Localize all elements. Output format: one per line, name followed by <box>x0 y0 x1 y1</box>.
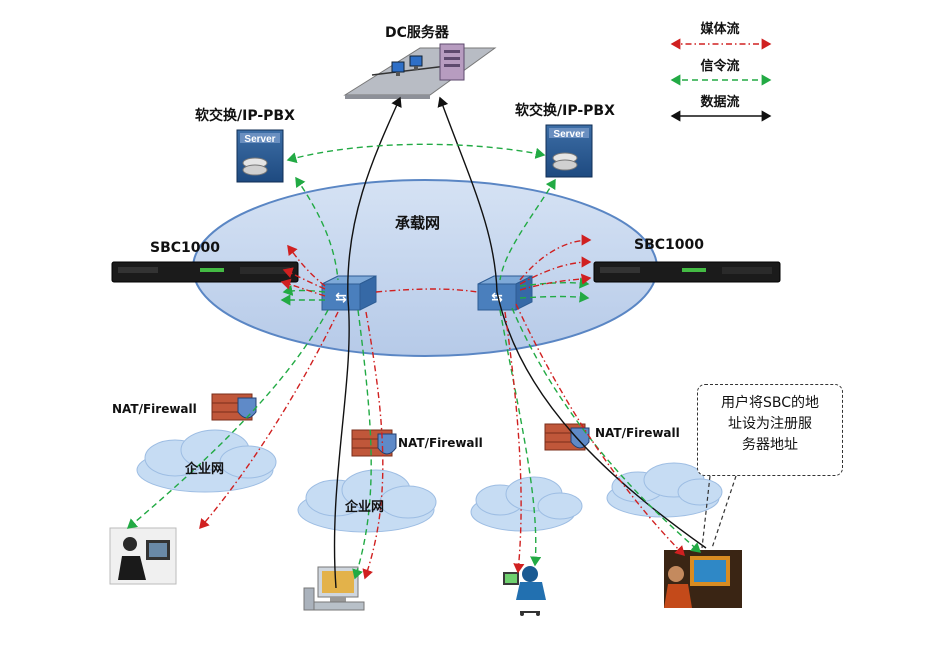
switch-left-icon: ⇆ <box>321 275 377 311</box>
softswitch-server-left-icon <box>236 129 284 183</box>
legend-data-label: 数据流 <box>700 95 740 110</box>
legend-lines <box>670 38 772 122</box>
firewall-3-icon <box>544 423 590 451</box>
softswitch-server-right-icon <box>545 124 593 178</box>
bearer-network-label: 承载网 <box>395 214 441 232</box>
firewall-3-label: NAT/Firewall <box>595 426 680 440</box>
firewall-1-icon <box>211 393 257 421</box>
callout-line-3: 务器地址 <box>742 437 798 453</box>
server-badge-right: Server <box>553 129 584 140</box>
switch-right-icon: ⇆ <box>477 275 533 311</box>
enterprise-net-2-label: 企业网 <box>345 500 385 515</box>
sbc-left-label: SBC1000 <box>150 240 220 256</box>
sbc-device-left <box>111 261 299 283</box>
callout-line-1: 用户将SBC的地 <box>720 395 820 411</box>
sbc-device-right <box>593 261 781 283</box>
enterprise-cloud-4 <box>606 462 723 518</box>
softswitch-left-label: 软交换/IP-PBX <box>195 108 295 124</box>
dc-server-platform <box>343 43 497 99</box>
callout-pointer <box>701 475 737 549</box>
enterprise-cloud-2 <box>297 469 437 533</box>
sbc-registration-callout: 用户将SBC的地 址设为注册服 务器地址 <box>697 384 843 476</box>
enterprise-net-1-label: 企业网 <box>185 462 225 477</box>
firewall-2-icon <box>351 429 397 457</box>
signal-flows <box>126 143 702 580</box>
callout-line-2: 址设为注册服 <box>728 416 812 432</box>
dc-server-label: DC服务器 <box>385 25 449 41</box>
legend-media-label: 媒体流 <box>700 22 740 37</box>
sbc-right-label: SBC1000 <box>634 237 704 253</box>
user-4-icon <box>664 550 742 608</box>
svg-text:⇆: ⇆ <box>491 290 503 306</box>
media-flows <box>199 234 685 580</box>
firewall-1-label: NAT/Firewall <box>112 402 197 416</box>
softswitch-right-label: 软交换/IP-PBX <box>515 103 615 119</box>
user-2-icon <box>303 566 365 611</box>
legend-signal-label: 信令流 <box>700 59 740 74</box>
firewall-2-label: NAT/Firewall <box>398 436 483 450</box>
user-1-icon <box>109 527 177 585</box>
server-badge-left: Server <box>244 134 275 145</box>
user-3-icon <box>503 566 546 616</box>
enterprise-cloud-3 <box>470 476 583 532</box>
svg-text:⇆: ⇆ <box>335 290 347 306</box>
